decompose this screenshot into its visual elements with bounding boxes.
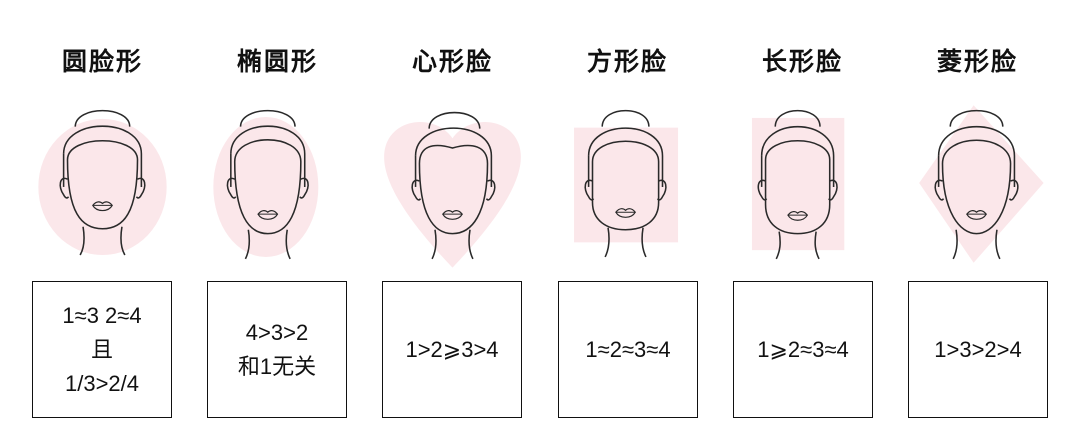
formula-box: 1≈2≈3≈4 [558, 281, 698, 418]
long-face-illustration [715, 95, 890, 275]
face-type-round: 圆脸形 1≈3 2≈4 且 1/3>2/4 [15, 0, 190, 441]
formula-line: 且 [90, 336, 113, 362]
square-face-icon [574, 109, 679, 258]
face-type-square: 方形脸 1≈2≈3≈4 [540, 0, 715, 441]
formula-line: 1≈3 2≈4 [62, 302, 142, 328]
face-type-heart: 心形脸 1>2⩾3>4 [365, 0, 540, 441]
formula-box: 4>3>2 和1无关 [207, 281, 347, 418]
formula-line: 和1无关 [237, 353, 317, 379]
face-type-title: 心形脸 [411, 47, 493, 76]
formula-line: 1≈2≈3≈4 [585, 336, 671, 362]
diamond-face-illustration [890, 95, 1065, 275]
oval-face-illustration [190, 95, 365, 275]
formula-box: 1⩾2≈3≈4 [733, 281, 873, 418]
face-type-title: 菱形脸 [936, 47, 1018, 76]
face-type-title: 椭圆形 [236, 47, 318, 76]
face-type-diamond: 菱形脸 1>3>2>4 [890, 0, 1065, 441]
round-face-icon [38, 109, 167, 256]
face-type-oval: 椭圆形 4>3>2 和1无关 [190, 0, 365, 441]
formula-box: 1≈3 2≈4 且 1/3>2/4 [32, 281, 172, 418]
formula-line: 4>3>2 [245, 319, 309, 345]
formula-line: 1⩾2≈3≈4 [757, 336, 849, 362]
diamond-face-icon [919, 105, 1044, 263]
formula-line: 1>3>2>4 [934, 336, 1022, 362]
face-type-long: 长形脸 1⩾2≈3≈4 [715, 0, 890, 441]
face-type-title: 圆脸形 [61, 47, 143, 76]
heart-face-icon [384, 111, 521, 268]
formula-box: 1>3>2>4 [908, 281, 1048, 418]
round-face-illustration [15, 95, 190, 275]
square-face-illustration [540, 95, 715, 275]
formula-line: 1>2⩾3>4 [405, 336, 499, 362]
formula-box: 1>2⩾3>4 [382, 281, 522, 418]
face-type-title: 方形脸 [586, 47, 668, 76]
heart-face-illustration [365, 95, 540, 275]
formula-line: 1/3>2/4 [64, 370, 139, 396]
face-type-title: 长形脸 [761, 47, 843, 76]
long-face-icon [751, 109, 845, 260]
oval-face-icon [213, 109, 319, 260]
